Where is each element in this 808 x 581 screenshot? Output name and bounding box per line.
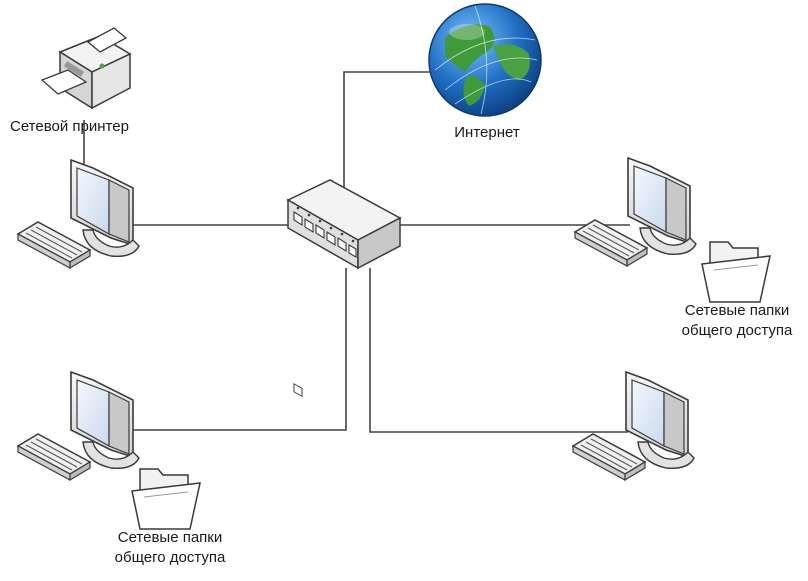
globe-icon — [428, 3, 542, 117]
printer-label: Сетевой принтер — [10, 118, 129, 135]
workstation-bottom-right — [572, 371, 695, 481]
workstation-top-left — [17, 159, 140, 269]
shared-folder-label-right: Сетевые папки общего доступа — [681, 302, 793, 339]
internet-label: Интернет — [454, 124, 520, 141]
folder-icon — [131, 468, 201, 530]
shared-folder-label-left: Сетевые папки общего доступа — [114, 529, 226, 566]
workstation-bottom-left — [17, 371, 140, 481]
printer-icon — [40, 27, 132, 110]
workstation-top-right — [574, 157, 697, 267]
folder-icon — [701, 241, 771, 303]
network-switch-icon — [286, 179, 402, 398]
connection-lines — [83, 71, 630, 433]
